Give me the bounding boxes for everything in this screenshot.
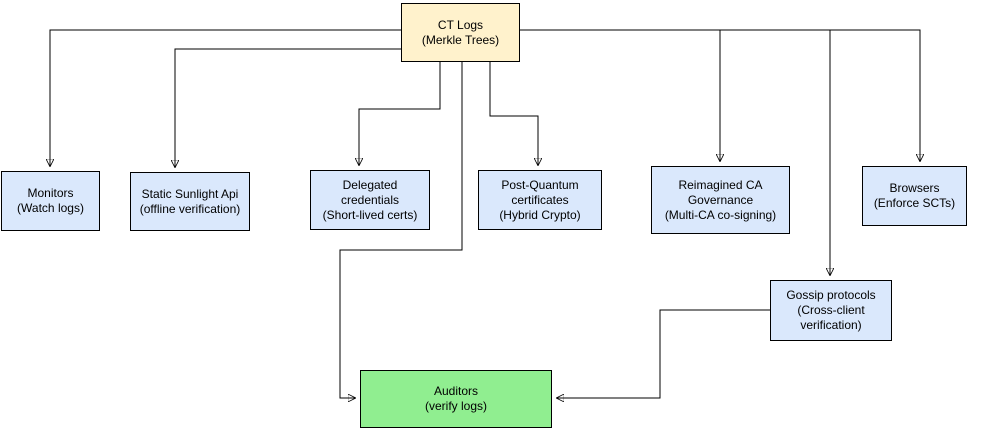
node-reimagined-ca-governance[interactable]: Reimagined CA Governance (Multi-CA co-si… bbox=[651, 166, 790, 234]
edge-ct-logs-to-static-sunlight bbox=[175, 48, 401, 167]
edge-ct-logs-to-monitors bbox=[50, 29, 401, 166]
edge-ct-logs-to-post-quantum bbox=[489, 62, 538, 165]
node-subtitle: (Watch logs) bbox=[17, 201, 84, 215]
node-title: Delegated credentials bbox=[340, 177, 400, 207]
edge-ct-logs-to-delegated bbox=[359, 62, 441, 165]
edge-ct-logs-to-auditors bbox=[339, 62, 463, 398]
node-post-quantum-certificates[interactable]: Post-Quantum certificates (Hybrid Crypto… bbox=[478, 170, 602, 230]
node-gossip-protocols[interactable]: Gossip protocols (Cross-client verificat… bbox=[770, 280, 892, 341]
node-delegated-credentials[interactable]: Delegated credentials (Short-lived certs… bbox=[310, 170, 430, 230]
node-subtitle: (verify logs) bbox=[424, 399, 487, 413]
node-subtitle: (offline verification) bbox=[139, 201, 241, 216]
node-ct-logs[interactable]: CT Logs (Merkle Trees) bbox=[401, 3, 520, 62]
node-title: Auditors bbox=[433, 384, 479, 398]
node-subtitle: (Multi-CA co-signing) bbox=[664, 207, 777, 222]
edge-ct-logs-to-browsers bbox=[520, 29, 920, 161]
node-static-sunlight-api[interactable]: Static Sunlight Api (offline verificatio… bbox=[130, 172, 250, 231]
node-subtitle: (Short-lived certs) bbox=[322, 207, 418, 222]
node-title: Gossip protocols bbox=[786, 288, 876, 302]
node-title: Post-Quantum certificates bbox=[501, 177, 579, 207]
node-subtitle: (Cross-client verification) bbox=[797, 303, 865, 332]
node-subtitle: (Enforce SCTs) bbox=[873, 196, 956, 210]
node-auditors[interactable]: Auditors (verify logs) bbox=[360, 370, 552, 428]
node-subtitle: (Hybrid Crypto) bbox=[499, 207, 581, 222]
node-title: Browsers bbox=[889, 181, 940, 195]
node-subtitle: (Merkle Trees) bbox=[421, 32, 500, 47]
node-monitors[interactable]: Monitors (Watch logs) bbox=[1, 171, 100, 231]
node-title: Monitors bbox=[27, 186, 74, 200]
node-title: Static Sunlight Api bbox=[141, 186, 239, 201]
node-browsers[interactable]: Browsers (Enforce SCTs) bbox=[862, 166, 967, 226]
edge-gossip-to-auditors bbox=[557, 309, 770, 398]
node-title: Reimagined CA Governance bbox=[678, 177, 763, 207]
node-title: CT Logs bbox=[437, 17, 484, 32]
